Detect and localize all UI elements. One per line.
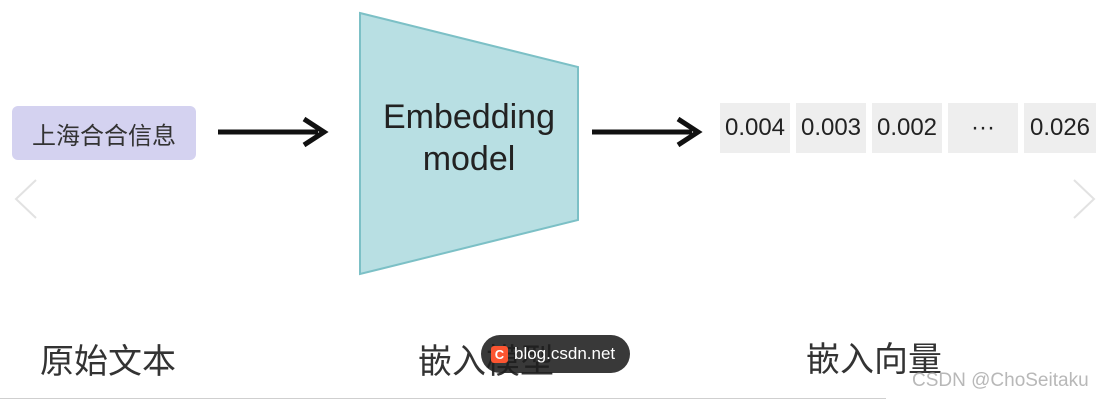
model-label-line2: model	[422, 140, 516, 178]
chevron-right-icon[interactable]	[1064, 178, 1104, 220]
bottom-divider	[0, 398, 886, 399]
vector-cell: 0.004	[720, 103, 790, 153]
vector-cell: 0.002	[872, 103, 942, 153]
arrow-model-to-vector	[592, 116, 703, 148]
input-text-box: 上海合合信息	[12, 106, 196, 160]
embedding-model-shape	[359, 11, 579, 276]
arrow-input-to-model	[218, 116, 329, 148]
caption-embedding-vector: 嵌入向量	[806, 340, 942, 380]
caption-original-text: 原始文本	[40, 342, 176, 382]
chevron-left-icon[interactable]	[6, 178, 46, 220]
vector-cell: 0.026	[1024, 103, 1096, 153]
csdn-logo-icon: C	[491, 345, 508, 363]
vector-cell: 0.003	[796, 103, 866, 153]
watermark-pill[interactable]: C blog.csdn.net	[481, 335, 630, 373]
input-text: 上海合合信息	[32, 121, 176, 150]
watermark-url: blog.csdn.net	[514, 344, 616, 363]
vector-cell-ellipsis: ···	[948, 103, 1018, 153]
credit-watermark: CSDN @ChoSeitaku	[912, 370, 1089, 391]
model-label-line1: Embedding	[382, 98, 555, 136]
model-label: Embedding model	[360, 96, 578, 180]
